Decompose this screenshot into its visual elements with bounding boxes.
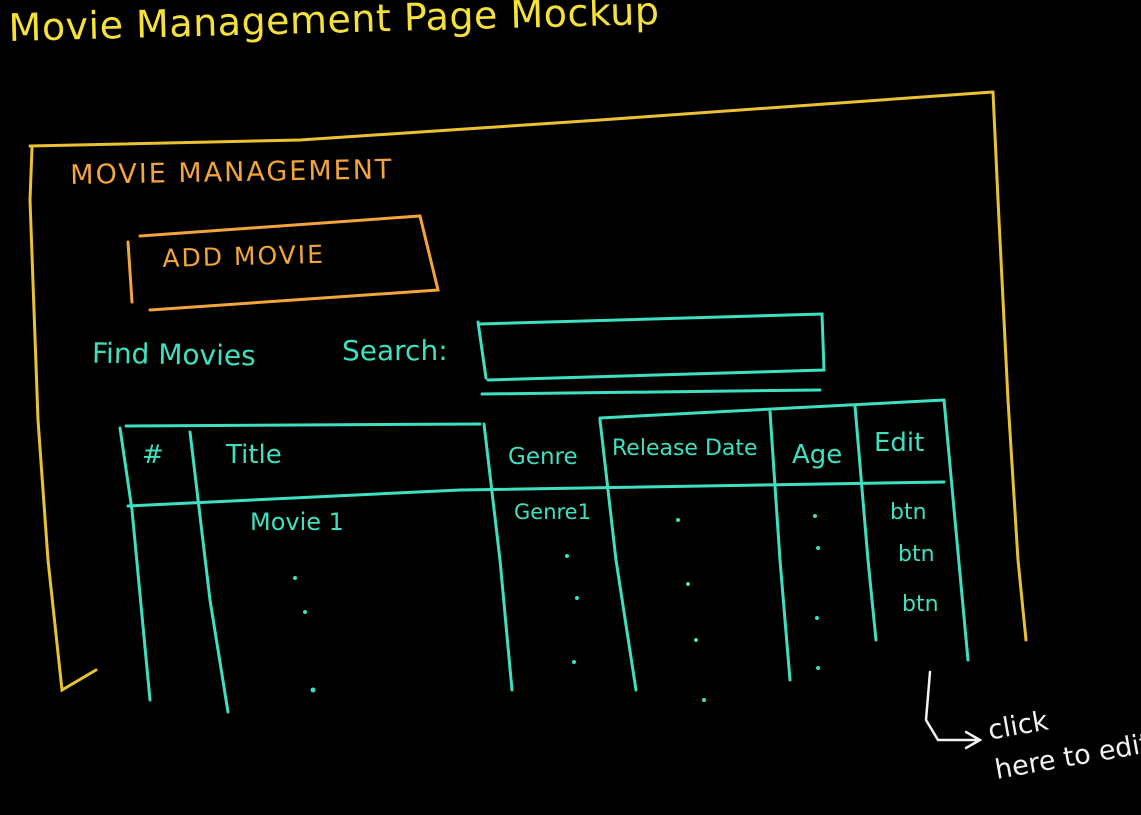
page-frame bbox=[28, 146, 98, 693]
edit-button[interactable]: btn bbox=[902, 592, 939, 617]
column-header-edit: Edit bbox=[874, 428, 925, 458]
edit-button[interactable]: btn bbox=[890, 500, 927, 525]
search-label: Search: bbox=[342, 334, 448, 367]
row-1-genre: Genre1 bbox=[514, 500, 591, 524]
column-header-age: Age bbox=[792, 440, 843, 470]
page-frame-right bbox=[991, 90, 1028, 642]
column-header-number: # bbox=[142, 440, 164, 470]
column-header-release-date: Release Date bbox=[612, 436, 758, 461]
page-frame-top bbox=[28, 90, 995, 148]
table-grid bbox=[118, 398, 970, 714]
search-input[interactable] bbox=[490, 326, 814, 372]
add-movie-button-box bbox=[126, 214, 440, 312]
row-1-title: Movie 1 bbox=[250, 508, 344, 536]
search-input-box bbox=[476, 312, 826, 396]
column-header-genre: Genre bbox=[508, 444, 578, 470]
column-header-title: Title bbox=[226, 440, 282, 470]
edit-button[interactable]: btn bbox=[898, 542, 935, 567]
annotation-arrow bbox=[924, 670, 983, 750]
